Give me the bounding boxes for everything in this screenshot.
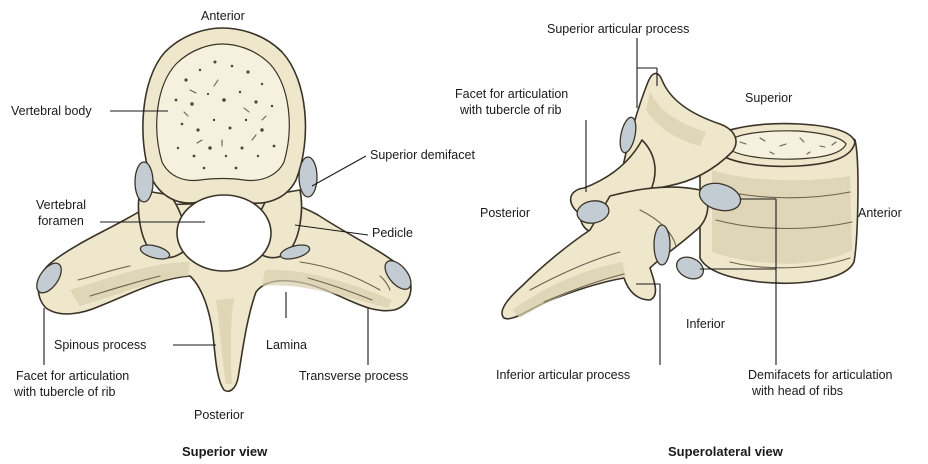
label-superior-demifacet: Superior demifacet <box>370 148 475 163</box>
label-facet-line1: Facet for articulation <box>16 369 129 384</box>
label-demifacets-line1: Demifacets for articulation <box>748 368 893 383</box>
label-facet-right-line2: with tubercle of rib <box>460 103 561 118</box>
label-superior: Superior <box>745 91 792 106</box>
label-demifacets-line2: with head of ribs <box>752 384 843 399</box>
label-spinous-process: Spinous process <box>54 338 146 353</box>
label-facet-line2: with tubercle of rib <box>14 385 115 400</box>
left-superior-demifacet <box>135 162 153 202</box>
label-lamina: Lamina <box>266 338 307 353</box>
label-facet-right-line1: Facet for articulation <box>455 87 568 102</box>
label-vertebral-foramen-line1: Vertebral <box>36 198 86 213</box>
body-superior-surface <box>728 131 846 159</box>
caption-superior-view: Superior view <box>182 444 267 459</box>
vertebral-foramen <box>177 195 271 271</box>
caption-superolateral-view: Superolateral view <box>668 444 783 459</box>
label-transverse-process: Transverse process <box>299 369 408 384</box>
label-anterior-right: Anterior <box>858 206 902 221</box>
label-posterior-right: Posterior <box>480 206 530 221</box>
right-superior-demifacet <box>299 157 317 197</box>
label-vertebral-body: Vertebral body <box>11 104 92 119</box>
label-posterior: Posterior <box>194 408 244 423</box>
label-vertebral-foramen-line2: foramen <box>38 214 84 229</box>
label-inferior: Inferior <box>686 317 725 332</box>
superior-view-drawing <box>32 28 416 391</box>
label-superior-articular-process: Superior articular process <box>547 22 689 37</box>
label-inferior-articular-process: Inferior articular process <box>496 368 630 383</box>
inferior-articular-facet <box>654 225 670 265</box>
label-anterior: Anterior <box>201 9 245 24</box>
cancellous-bone <box>157 44 290 180</box>
label-pedicle: Pedicle <box>372 226 413 241</box>
